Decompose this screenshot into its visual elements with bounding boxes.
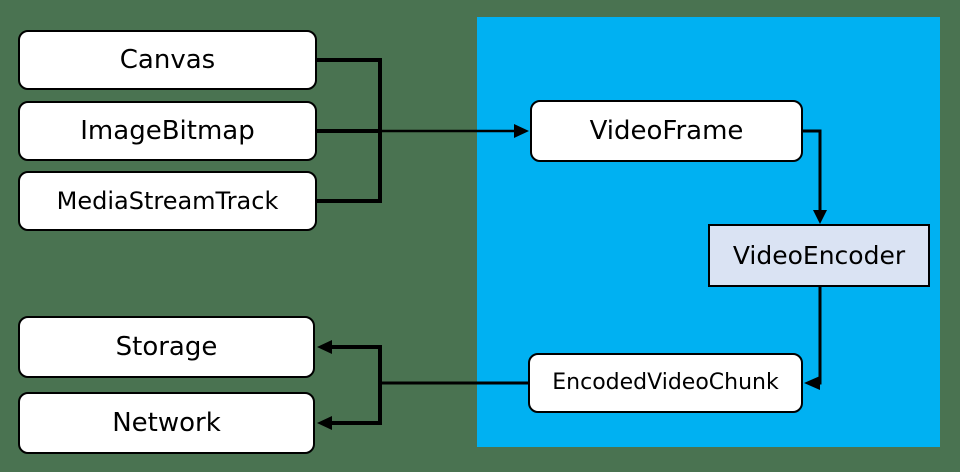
edge-sources-to-videoframe [317,58,529,203]
arrowhead-into-encodedvideochunk [804,376,820,390]
arrowhead-into-videoencoder [813,210,827,224]
node-mediastreamtrack: MediaStreamTrack [18,171,317,231]
node-label: Storage [115,332,218,362]
edge-videoframe-to-videoencoder [803,129,827,224]
node-label: VideoEncoder [732,241,906,270]
edge-videoencoder-to-encodedvideochunk [804,287,822,390]
node-label: Network [112,408,221,438]
node-label: VideoFrame [589,116,744,146]
arrowhead-into-videoframe [514,124,529,138]
arrowhead-into-network [317,416,332,430]
node-videoframe: VideoFrame [530,100,803,162]
node-label: ImageBitmap [80,116,255,146]
node-network: Network [18,392,315,454]
node-canvas: Canvas [18,30,317,90]
node-videoencoder: VideoEncoder [708,224,930,287]
node-label: EncodedVideoChunk [552,370,779,395]
node-label: Canvas [119,45,216,75]
arrowhead-into-storage [317,340,332,354]
node-label: MediaStreamTrack [56,187,279,215]
node-encodedvideochunk: EncodedVideoChunk [528,353,803,413]
edge-encodedvideochunk-to-outputs [317,340,528,430]
node-imagebitmap: ImageBitmap [18,101,317,161]
node-storage: Storage [18,316,315,378]
